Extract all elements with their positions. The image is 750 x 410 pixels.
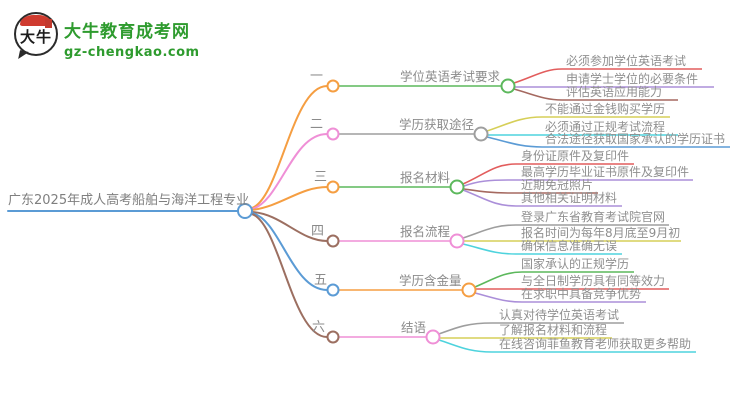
branch-4-number: 四	[311, 224, 325, 239]
branch-2-leaf-3: 合法途径获取国家承认的学历证书	[545, 132, 726, 146]
branch-5-number: 五	[314, 273, 328, 288]
branch-2-leaf-2: 必须通过正规考试流程	[545, 120, 666, 134]
branch-2-number: 二	[310, 117, 324, 132]
branch-6-leaf-3: 在线咨询菲鱼教育老师获取更多帮助	[499, 337, 692, 351]
branch-3-leaf-1: 身份证原件及复印件	[521, 149, 630, 163]
branch-3-leaf-4: 其他相关证明材料	[521, 191, 618, 205]
branch-3-number: 三	[314, 170, 328, 185]
branch-6-leaf-1: 认真对待学位英语考试	[499, 308, 620, 322]
branch-4-topic: 报名流程	[400, 224, 451, 239]
branch-6-number: 六	[312, 320, 326, 335]
branch-3-leaf-2: 最高学历毕业证书原件及复印件	[521, 165, 690, 179]
branch-4-leaf-2: 报名时间为每年8月底至9月初	[521, 226, 681, 240]
logo-bubble-tail	[18, 50, 29, 61]
logo-red-arc	[20, 15, 52, 26]
branch-5-topic: 学历含金量	[399, 273, 462, 288]
site-title[interactable]: 大牛教育成考网	[64, 22, 190, 42]
branch-5-leaf-3: 在求职中具备竞争优势	[521, 287, 642, 301]
branch-4-leaf-3: 确保信息准确无误	[521, 239, 618, 253]
branch-5-leaf-1: 国家承认的正规学历	[521, 257, 630, 271]
root-branch-curves	[7, 85, 328, 338]
branch-1-number: 一	[310, 69, 324, 84]
branch-1-leaf-2: 申请学士学位的必要条件	[566, 72, 699, 86]
branch-2-leaf-1: 不能通过金钱购买学历	[545, 102, 666, 116]
branch-6-topic: 结语	[401, 320, 427, 335]
branch-1-topic: 学位英语考试要求	[400, 69, 501, 84]
branch-6-leaf-2: 了解报名材料和流程	[499, 323, 608, 337]
branch-5-leaf-2: 与全日制学历具有同等效力	[521, 274, 666, 288]
logo-bull-icon: 大牛	[14, 12, 58, 61]
branch-1-leaf-1: 必须参加学位英语考试	[566, 54, 687, 68]
site-logo[interactable]: 大牛 大牛教育成考网 gz-chengkao.com	[14, 12, 200, 61]
site-url[interactable]: gz-chengkao.com	[64, 45, 200, 60]
branch-4-leaf-1: 登录广东省教育考试院官网	[521, 210, 666, 224]
logo-icon-text: 大牛	[19, 28, 52, 46]
logo-seal-icon	[45, 19, 52, 28]
branch-2-topic: 学历获取途径	[399, 117, 475, 132]
branch-3-topic: 报名材料	[400, 170, 451, 185]
branch-1-leaf-3: 评估英语应用能力	[566, 85, 663, 99]
root-node: 广东2025年成人高考船舶与海洋工程专业	[8, 193, 250, 208]
branch-3-leaf-3: 近期免冠照片	[521, 178, 594, 192]
